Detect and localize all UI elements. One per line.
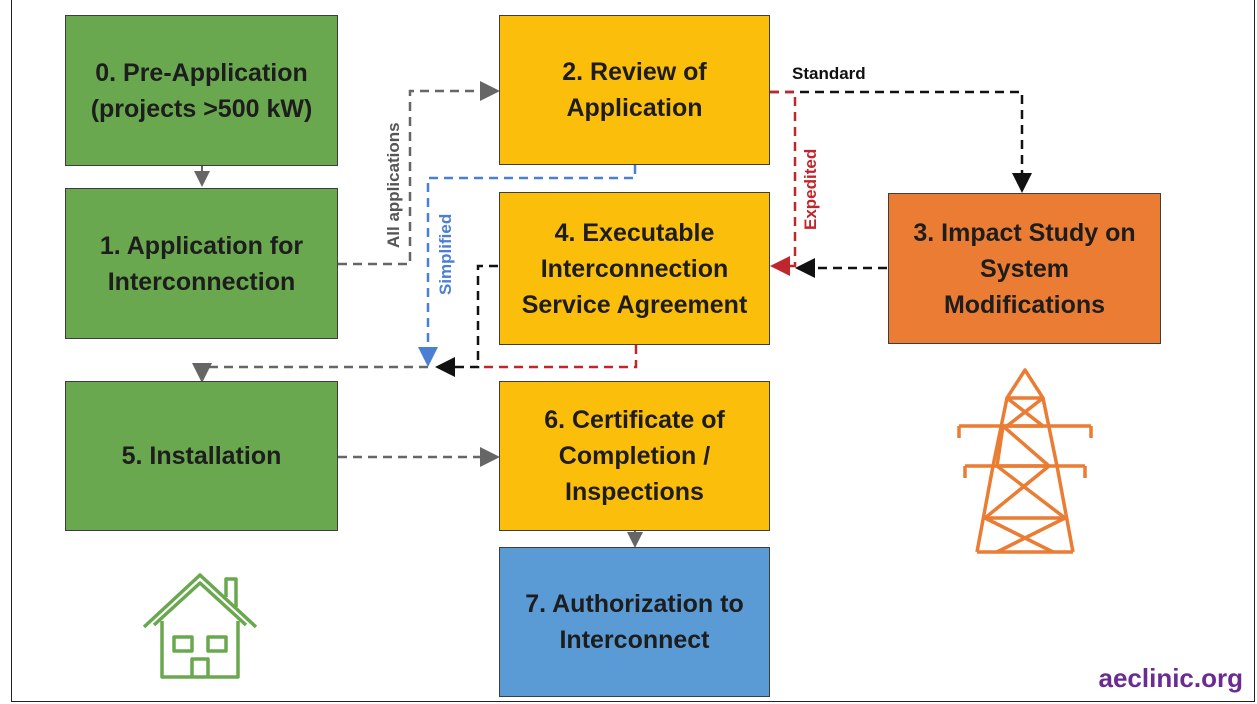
edge-all-applications xyxy=(338,81,500,266)
house-icon xyxy=(142,573,258,679)
node-authorization-label: 7. Authorization to Interconnect xyxy=(525,590,744,654)
node-installation: 5. Installation xyxy=(65,381,338,531)
node-impact-study: 3. Impact Study on System Modifications xyxy=(888,193,1161,344)
edge-standard xyxy=(770,90,1032,193)
node-certificate: 6. Certificate of Completion / Inspectio… xyxy=(499,381,770,531)
edge-to-installation xyxy=(192,363,428,383)
label-standard: Standard xyxy=(792,64,866,83)
node-impact-study-label: 3. Impact Study on System Modifications xyxy=(913,218,1136,319)
node-certificate-label: 6. Certificate of Completion / Inspectio… xyxy=(544,406,725,506)
edge-agreement-to-installation-black xyxy=(435,264,498,377)
transmission-tower-icon xyxy=(957,368,1093,554)
edge-simplified xyxy=(418,165,637,367)
node-installation-label: 5. Installation xyxy=(121,442,282,470)
node-review-label: 2. Review of Application xyxy=(562,58,707,122)
node-application-label: 1. Application for Interconnection xyxy=(99,231,304,296)
node-authorization: 7. Authorization to Interconnect xyxy=(499,547,770,697)
node-agreement-label: 4. Executable Interconnection Service Ag… xyxy=(521,218,748,319)
node-review: 2. Review of Application xyxy=(499,15,770,165)
edge-expedited xyxy=(770,90,797,276)
edge-agreement-to-installation-red xyxy=(478,345,638,369)
brand-footer[interactable]: aeclinic.org xyxy=(1098,663,1244,693)
node-application: 1. Application for Interconnection xyxy=(65,188,338,339)
label-simplified: Simplified xyxy=(436,213,455,295)
diagram-frame xyxy=(11,0,1255,702)
node-pre-application-label: 0. Pre-Application (projects >500 kW) xyxy=(90,58,313,123)
node-agreement: 4. Executable Interconnection Service Ag… xyxy=(499,192,770,345)
node-pre-application: 0. Pre-Application (projects >500 kW) xyxy=(65,15,338,166)
label-all-applications: All applications xyxy=(384,122,403,248)
label-expedited: Expedited xyxy=(801,148,820,230)
